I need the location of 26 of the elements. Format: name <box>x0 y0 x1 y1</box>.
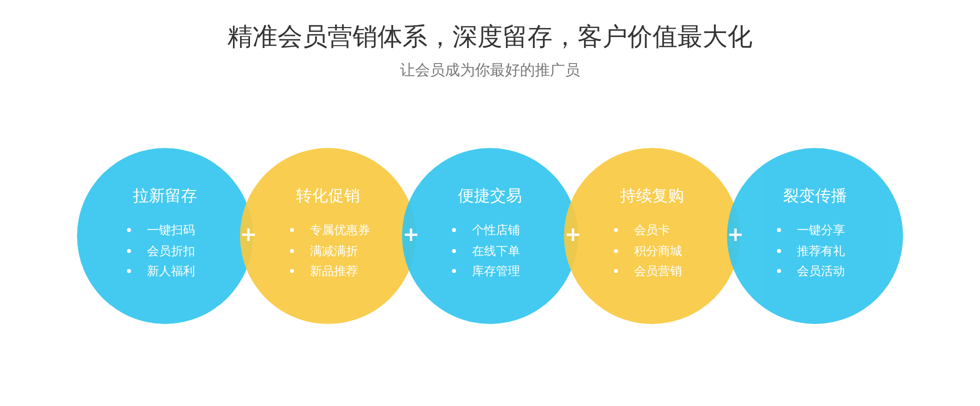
circle-heading: 便捷交易 <box>458 186 522 205</box>
list-item: 会员活动 <box>797 263 845 280</box>
list-item: 在线下单 <box>472 242 520 260</box>
title: 精准会员营销体系，深度留存，客户价值最大化 <box>228 22 752 51</box>
circle-heading: 拉新留存 <box>133 186 197 205</box>
list-item: 会员折扣 <box>147 242 195 260</box>
list-item: 积分商城 <box>634 242 682 260</box>
list-item: 满减满折 <box>310 242 358 260</box>
list-item: 专属优惠券 <box>310 222 370 239</box>
list-item: 会员卡 <box>634 222 670 239</box>
list-item: 会员营销 <box>634 263 682 280</box>
list-item: 新人福利 <box>147 263 195 280</box>
plus-sign: + <box>727 222 744 246</box>
list-item: 一键分享 <box>797 222 845 239</box>
plus-sign: + <box>564 222 582 246</box>
list-item: 一键扫码 <box>147 222 195 239</box>
list-item: 库存管理 <box>472 263 520 280</box>
plus-sign: + <box>402 222 420 246</box>
list-item: 个性店铺 <box>472 222 520 239</box>
circle-heading: 转化促销 <box>296 186 360 205</box>
plus-sign: + <box>240 222 257 246</box>
subtitle: 让会员成为你最好的推广员 <box>400 61 580 79</box>
circle-heading: 持续复购 <box>620 186 684 205</box>
list-item: 推荐有礼 <box>797 242 845 260</box>
circle-heading: 裂变传播 <box>783 186 847 205</box>
list-item: 新品推荐 <box>310 263 358 280</box>
